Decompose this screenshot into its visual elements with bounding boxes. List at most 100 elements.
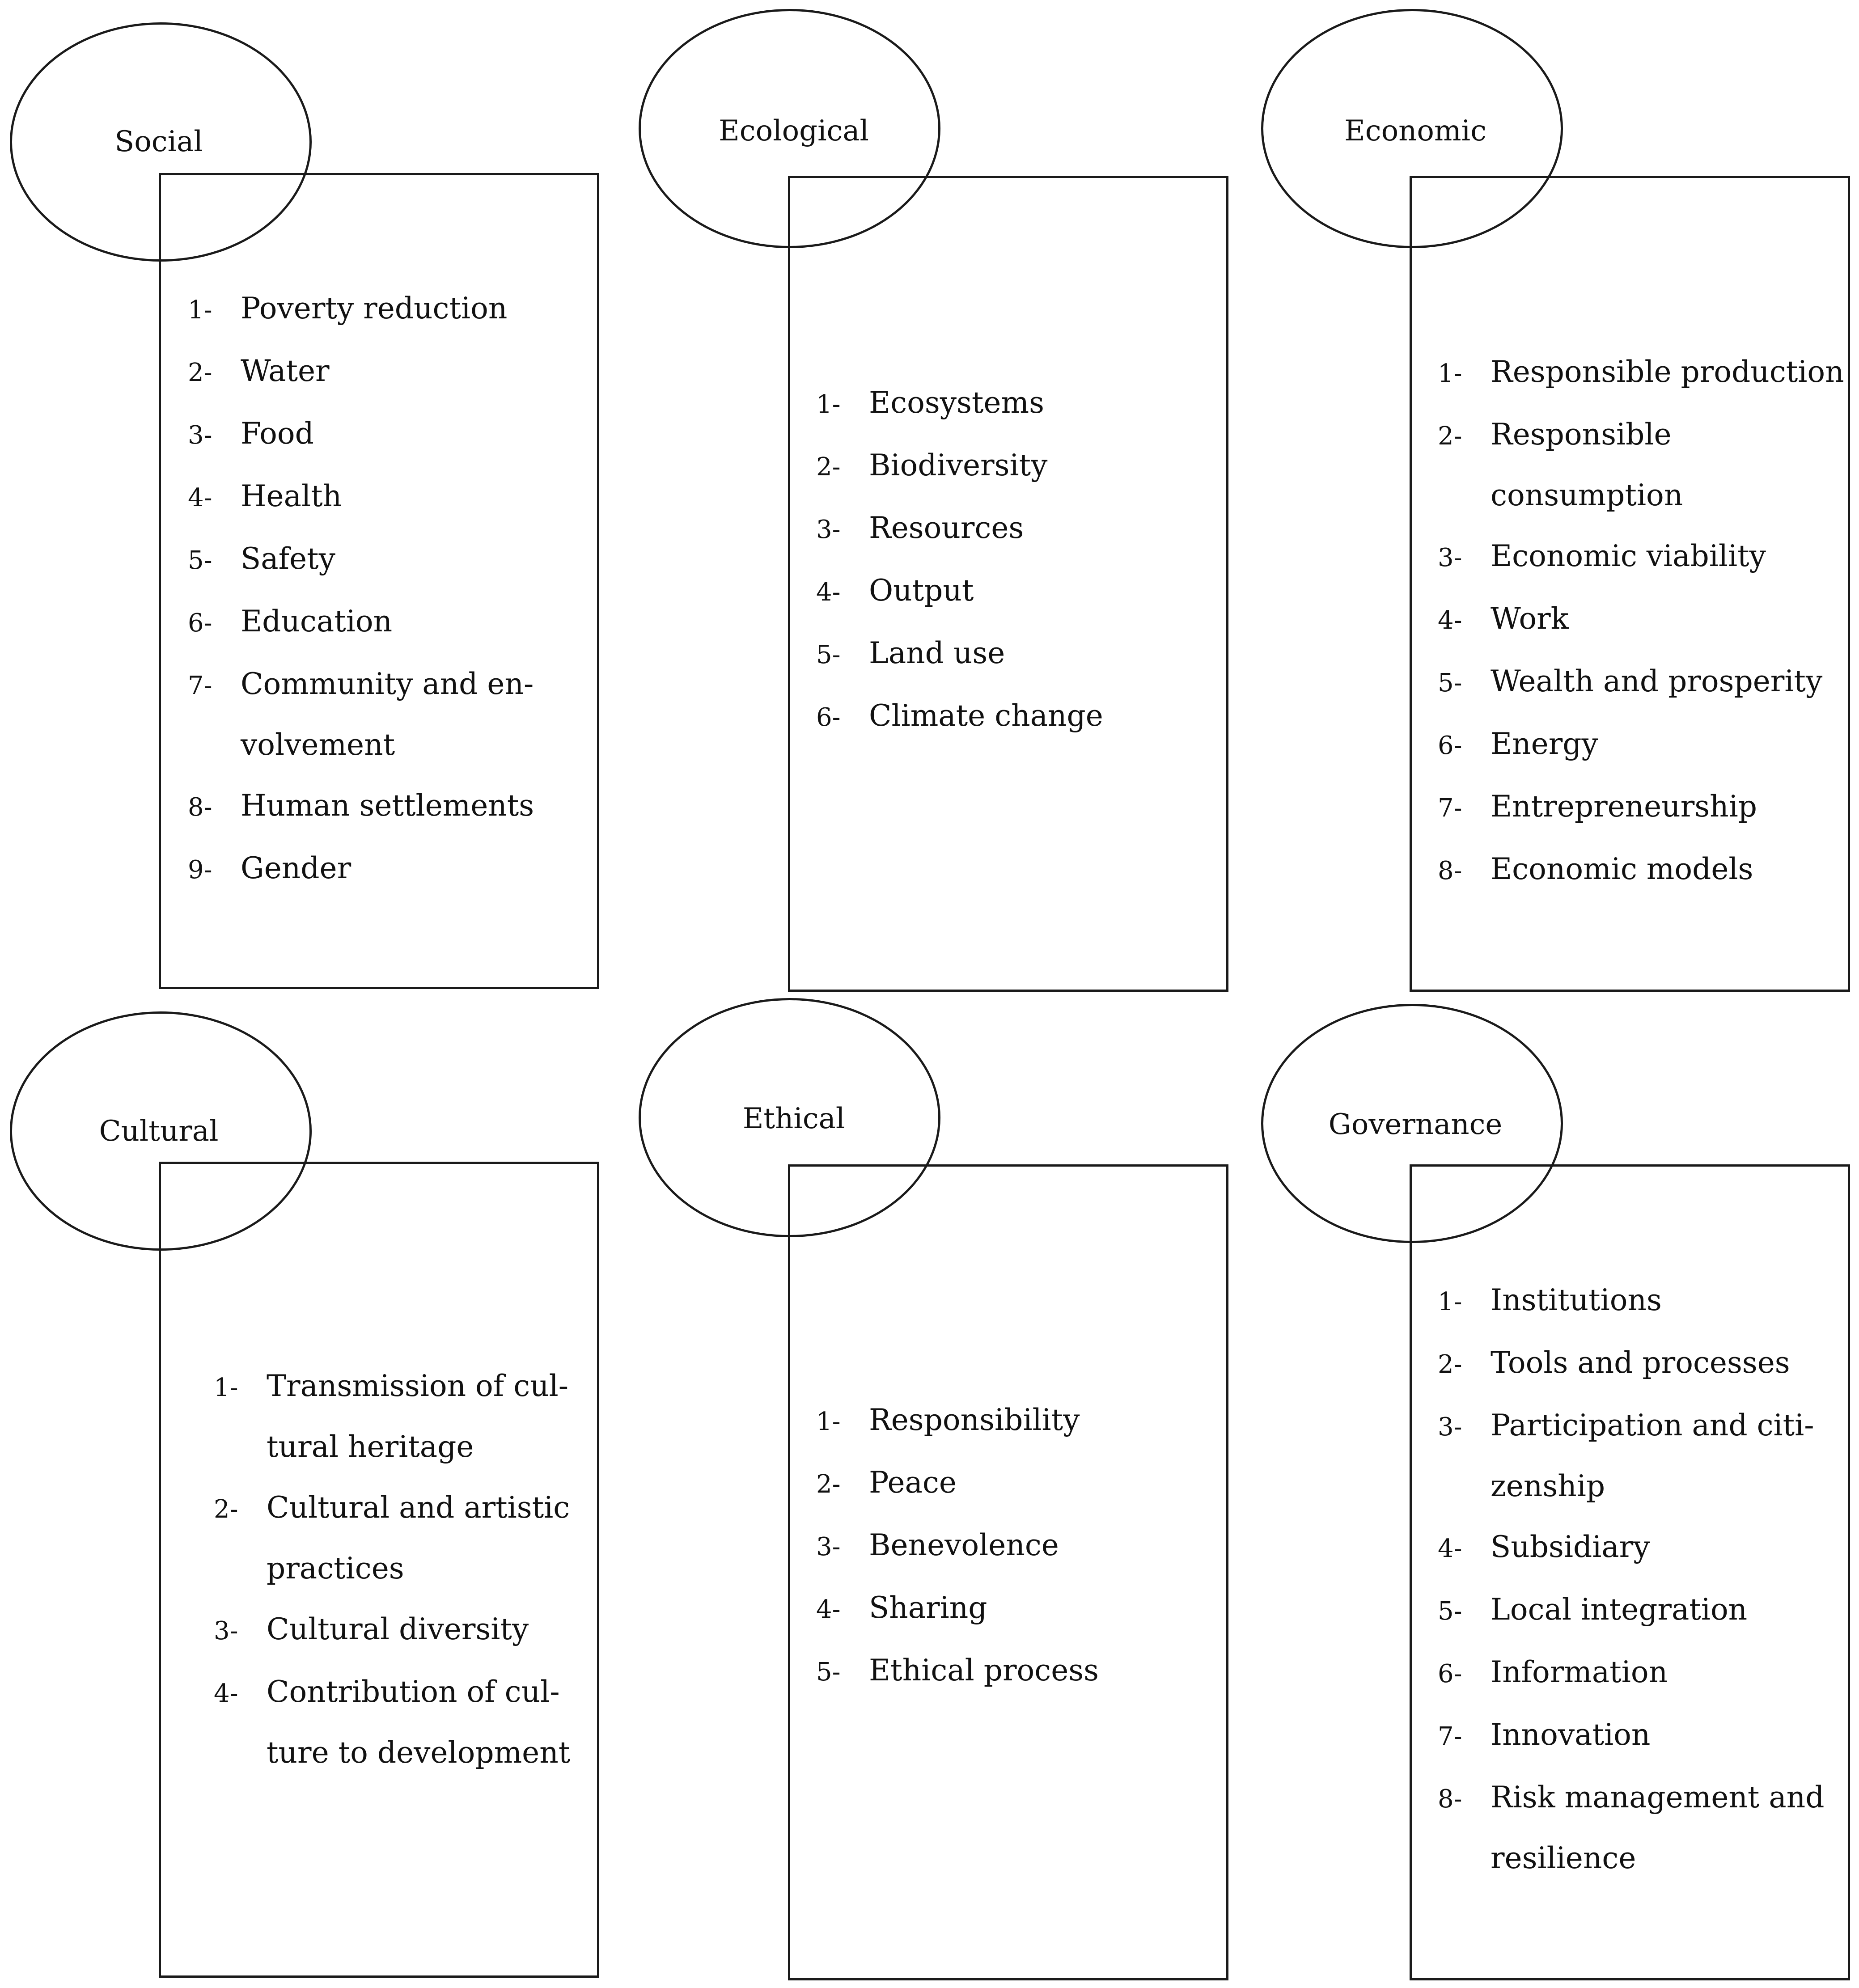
item-text: Economic models	[1491, 852, 1753, 886]
item-text: Energy	[1491, 727, 1598, 761]
item-text: Transmission of cul-tural heritage	[267, 1369, 569, 1464]
list-item: 6- Energy	[1438, 714, 1849, 776]
list-item: 3- Food	[188, 403, 590, 466]
item-number: 2-	[1438, 1350, 1462, 1379]
list-item: 7- Entrepreneurship	[1438, 776, 1849, 839]
item-text: Responsible production	[1491, 355, 1844, 389]
item-number: 1-	[214, 1373, 238, 1402]
economic-box	[1410, 176, 1850, 992]
list-item: 2- Water	[188, 341, 590, 403]
list-item: 2- Tools and processes	[1438, 1332, 1849, 1395]
item-number: 2-	[188, 358, 212, 387]
list-item: 5-Local integration	[1438, 1579, 1849, 1642]
social-title: Social	[114, 125, 203, 158]
list-item: 2-Responsible consumption	[1438, 404, 1849, 526]
list-item: 1- Transmission of cul-tural heritage	[214, 1356, 594, 1477]
list-item: 2- Peace	[816, 1452, 1219, 1515]
ecological-title: Ecological	[719, 114, 869, 148]
list-item: 3-Benevolence	[816, 1515, 1219, 1578]
item-number: 3-	[816, 1532, 841, 1561]
item-text: Ecosystems	[869, 385, 1044, 420]
item-number: 5-	[188, 546, 212, 575]
item-text: Information	[1491, 1655, 1668, 1689]
item-text: Entrepreneurship	[1491, 789, 1757, 824]
item-text: Participation and citi-zenship	[1491, 1408, 1814, 1503]
item-text: Peace	[869, 1465, 957, 1500]
item-number: 6-	[1438, 1659, 1462, 1688]
item-text: Responsible consumption	[1491, 417, 1683, 512]
item-number: 3-	[1438, 543, 1462, 572]
list-item: 8- Human settlements	[188, 775, 590, 838]
item-text: Climate change	[869, 698, 1103, 733]
list-item: 1-Responsibility	[816, 1390, 1219, 1452]
list-item: 6- Climate change	[816, 685, 1219, 748]
list-item: 1-Institutions	[1438, 1270, 1849, 1332]
ecological-box	[788, 176, 1228, 992]
governance-title: Governance	[1328, 1108, 1503, 1141]
item-number: 8-	[1438, 856, 1462, 885]
item-text: Tools and processes	[1491, 1345, 1790, 1380]
item-text: Economic viability	[1491, 539, 1766, 573]
item-number: 2-	[214, 1495, 238, 1524]
item-text: Contribution of cul-ture to development	[267, 1675, 571, 1770]
cultural-ellipse	[10, 1011, 312, 1251]
item-number: 3-	[188, 421, 212, 450]
list-item: 3- Economic viability	[1438, 526, 1849, 588]
item-number: 1-	[188, 296, 212, 325]
item-number: 8-	[188, 793, 212, 822]
item-text: Ethical process	[869, 1653, 1099, 1688]
item-number: 9-	[188, 855, 212, 884]
item-number: 6-	[816, 703, 841, 732]
list-item: 2-Biodiversity	[816, 435, 1219, 498]
ecological-ellipse	[639, 9, 940, 248]
item-number: 6-	[188, 609, 212, 638]
item-number: 5-	[816, 640, 841, 669]
economic-title: Economic	[1344, 114, 1486, 148]
item-number: 4-	[1438, 606, 1462, 635]
list-item: 6- Education	[188, 591, 590, 654]
item-number: 4-	[816, 578, 841, 607]
list-item: 4-Sharing	[816, 1578, 1219, 1640]
list-item: 4-Subsidiary	[1438, 1517, 1849, 1579]
item-number: 5-	[1438, 1597, 1462, 1626]
item-number: 1-	[1438, 1287, 1462, 1316]
item-number: 7-	[1438, 1722, 1462, 1751]
item-number: 5-	[816, 1658, 841, 1687]
list-item: 3-Cultural diversity	[214, 1599, 594, 1662]
list-item: 5- Ethical process	[816, 1640, 1219, 1703]
list-item: 6- Information	[1438, 1642, 1849, 1705]
item-text: Education	[241, 604, 393, 639]
social-ellipse	[10, 22, 312, 262]
economic-ellipse	[1261, 9, 1563, 248]
list-item: 3-Resources	[816, 498, 1219, 560]
item-number: 7-	[1438, 794, 1462, 823]
item-text: Safety	[241, 541, 335, 576]
item-text: Water	[241, 354, 330, 388]
item-text: Community and en-volvement	[241, 667, 534, 762]
item-number: 1-	[816, 390, 841, 419]
item-text: Land use	[869, 636, 1005, 670]
item-number: 2-	[816, 453, 841, 482]
item-text: Food	[241, 416, 314, 451]
list-item: 9-Gender	[188, 838, 590, 901]
item-number: 1-	[816, 1407, 841, 1436]
item-number: 2-	[816, 1470, 841, 1499]
item-number: 4-	[188, 483, 212, 512]
item-text: Output	[869, 573, 974, 608]
item-number: 3-	[214, 1616, 238, 1645]
list-item: 1-Responsible production	[1438, 342, 1849, 404]
item-number: 6-	[1438, 731, 1462, 760]
list-item: 4-Work	[1438, 588, 1849, 651]
list-item: 4-Contribution of cul-ture to developmen…	[214, 1662, 594, 1783]
list-item: 8- Economic models	[1438, 839, 1849, 901]
item-text: Human settlements	[241, 788, 534, 823]
item-number: 4-	[816, 1595, 841, 1624]
list-item: 1-Poverty reduction	[188, 278, 590, 341]
item-text: Resources	[869, 511, 1024, 545]
